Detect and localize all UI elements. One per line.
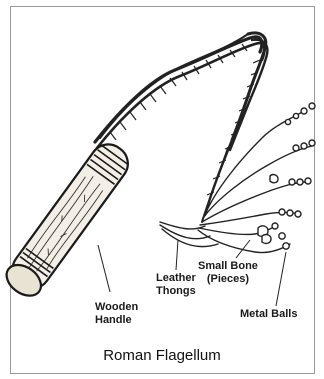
wooden-handle-label: Wooden Handle bbox=[95, 301, 138, 327]
wooden-handle bbox=[1, 137, 135, 302]
braided-cord bbox=[95, 33, 267, 222]
small-bone-label: Small Bone (Pieces) bbox=[198, 260, 258, 286]
leather-thongs-label-line1: Leather bbox=[156, 272, 196, 284]
metal-balls-label: Metal Balls bbox=[240, 308, 297, 321]
metal-balls-label-text: Metal Balls bbox=[240, 308, 297, 320]
figure-caption: Roman Flagellum bbox=[0, 347, 324, 364]
small-bone-label-line2: (Pieces) bbox=[207, 273, 249, 285]
leather-thongs-label-line2: Thongs bbox=[156, 285, 196, 297]
leather-thongs-label: Leather Thongs bbox=[156, 272, 196, 298]
small-bone-label-line1: Small Bone bbox=[198, 260, 258, 272]
wooden-handle-label-line1: Wooden bbox=[95, 301, 138, 313]
small-bone-pieces bbox=[258, 175, 278, 244]
wooden-handle-label-line2: Handle bbox=[95, 314, 132, 326]
